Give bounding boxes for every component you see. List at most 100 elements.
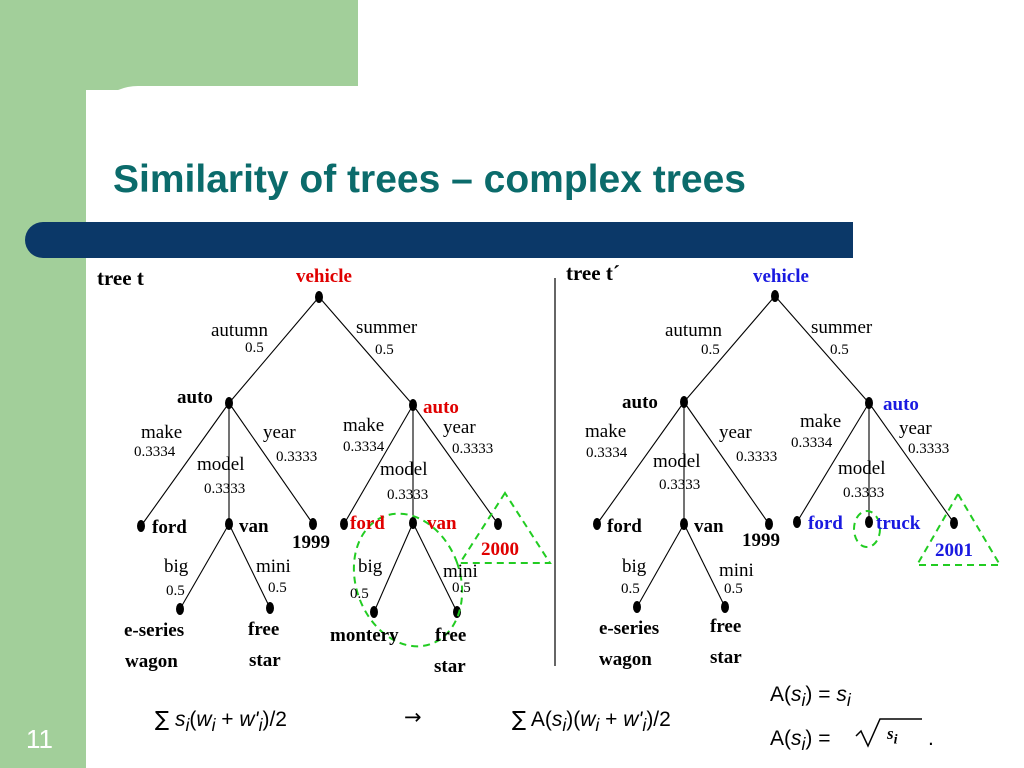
right-1999-label: 1999 bbox=[742, 530, 780, 551]
green-side-band bbox=[0, 0, 86, 768]
node-left-van-2 bbox=[409, 517, 417, 529]
left-weight-autumn: 0.5 bbox=[245, 340, 264, 356]
right-van-label: van bbox=[694, 516, 724, 537]
right-a2-edge-make: make bbox=[800, 411, 841, 432]
left-freestar-2-label-line1: free bbox=[435, 625, 466, 646]
node-left-ford-2 bbox=[340, 518, 348, 530]
left-tree-label: tree t bbox=[97, 266, 144, 290]
title-underline-bar bbox=[25, 222, 853, 258]
node-left-van-1 bbox=[225, 518, 233, 530]
left-a2-edge-make: make bbox=[343, 415, 384, 436]
right-auto-1-label: auto bbox=[622, 392, 658, 413]
node-left-2000 bbox=[494, 518, 502, 530]
sqrt-radicand: si bbox=[887, 724, 898, 748]
left-v1-edge-mini: mini bbox=[256, 556, 291, 577]
node-right-vehicle bbox=[771, 290, 779, 302]
left-a1-weight-make: 0.3334 bbox=[134, 444, 176, 460]
node-left-auto-1 bbox=[225, 397, 233, 409]
left-tree-nodes bbox=[137, 291, 502, 618]
node-left-vehicle bbox=[315, 291, 323, 303]
highlight-right-2001 bbox=[915, 492, 1002, 566]
node-right-truck bbox=[865, 516, 873, 528]
right-a1-weight-make: 0.3334 bbox=[586, 445, 628, 461]
left-v2-weight-big: 0.5 bbox=[350, 586, 369, 602]
left-v1-edge-big: big bbox=[164, 556, 189, 577]
node-right-1999 bbox=[765, 518, 773, 530]
left-a2-weight-make: 0.3334 bbox=[343, 439, 385, 455]
right-eseries-label-line1: e-series bbox=[599, 618, 659, 639]
formula-weighted-sum: ∑ si(wi + w'i)/2 bbox=[155, 707, 287, 736]
left-a1-edge-year: year bbox=[263, 422, 296, 443]
node-right-eseries bbox=[633, 601, 641, 613]
left-edge-summer: summer bbox=[356, 317, 418, 338]
right-v1-edge-big: big bbox=[622, 556, 647, 577]
left-root-label: vehicle bbox=[296, 266, 352, 287]
green-top-band bbox=[0, 0, 358, 90]
node-left-auto-2 bbox=[409, 399, 417, 411]
left-2000-label: 2000 bbox=[481, 539, 519, 560]
left-1999-label: 1999 bbox=[292, 532, 330, 553]
left-a2-weight-model: 0.3333 bbox=[387, 487, 428, 503]
right-truck-label: truck bbox=[876, 513, 921, 534]
left-freestar-1-label-line1: free bbox=[248, 619, 279, 640]
left-van-1-label: van bbox=[239, 516, 269, 537]
node-left-montery bbox=[370, 606, 378, 618]
node-right-auto-2 bbox=[865, 397, 873, 409]
right-a1-edge-make: make bbox=[585, 421, 626, 442]
left-ford-1-label: ford bbox=[152, 517, 187, 538]
slide-number: 11 bbox=[26, 724, 53, 754]
formula-period: . bbox=[928, 727, 934, 750]
right-a2-edge-model: model bbox=[838, 458, 886, 479]
right-a1-weight-year: 0.3333 bbox=[736, 449, 777, 465]
left-v1-weight-big: 0.5 bbox=[166, 583, 185, 599]
left-v2-edge-mini: mini bbox=[443, 561, 478, 582]
sqrt-sign bbox=[855, 718, 922, 748]
right-a2-weight-make: 0.3334 bbox=[791, 435, 833, 451]
right-v1-weight-mini: 0.5 bbox=[724, 581, 743, 597]
right-ford-1-label: ford bbox=[607, 516, 642, 537]
node-right-ford-2 bbox=[793, 516, 801, 528]
node-left-1999 bbox=[309, 518, 317, 530]
left-tree-edges bbox=[140, 296, 499, 613]
right-v1-weight-big: 0.5 bbox=[621, 581, 640, 597]
right-a1-edge-model: model bbox=[653, 451, 701, 472]
formula-def-sqrt: A(si) = bbox=[770, 727, 831, 755]
left-a1-weight-model: 0.3333 bbox=[204, 481, 245, 497]
difference-highlights bbox=[352, 491, 1002, 648]
left-weight-summer: 0.5 bbox=[375, 342, 394, 358]
right-a2-weight-year: 0.3333 bbox=[908, 441, 949, 457]
left-a1-edge-make: make bbox=[141, 422, 182, 443]
left-v1-weight-mini: 0.5 bbox=[268, 580, 287, 596]
right-a1-edge-year: year bbox=[719, 422, 752, 443]
node-right-van bbox=[680, 518, 688, 530]
left-a2-edge-model: model bbox=[380, 459, 428, 480]
left-ford-2-label: ford bbox=[350, 513, 385, 534]
right-freestar-label-line1: free bbox=[710, 616, 741, 637]
highlight-left-2000 bbox=[458, 491, 552, 564]
right-tree-label: tree t´ bbox=[566, 261, 620, 285]
node-right-freestar bbox=[721, 601, 729, 613]
left-a1-weight-year: 0.3333 bbox=[276, 449, 317, 465]
left-a1-edge-model: model bbox=[197, 454, 245, 475]
right-a2-weight-model: 0.3333 bbox=[843, 485, 884, 501]
formula-def-linear: A(si) = si bbox=[770, 683, 851, 711]
left-a2-weight-year: 0.3333 bbox=[452, 441, 493, 457]
left-v2-edge-big: big bbox=[358, 556, 383, 577]
right-tree-edges bbox=[596, 295, 955, 608]
right-root-label: vehicle bbox=[753, 266, 809, 287]
right-freestar-label-line2: star bbox=[710, 647, 742, 668]
highlight-right-truck bbox=[853, 510, 881, 548]
arrow-icon: → bbox=[404, 705, 422, 729]
right-2001-label: 2001 bbox=[935, 540, 973, 561]
left-freestar-1-label-line2: star bbox=[249, 650, 281, 671]
right-ford-2-label: ford bbox=[808, 513, 843, 534]
right-edge-autumn: autumn bbox=[665, 320, 722, 341]
left-auto-2-label: auto bbox=[423, 397, 459, 418]
right-weight-summer: 0.5 bbox=[830, 342, 849, 358]
right-weight-autumn: 0.5 bbox=[701, 342, 720, 358]
left-a2-edge-year: year bbox=[443, 417, 476, 438]
node-right-2001 bbox=[950, 517, 958, 529]
right-tree-nodes bbox=[593, 290, 958, 613]
